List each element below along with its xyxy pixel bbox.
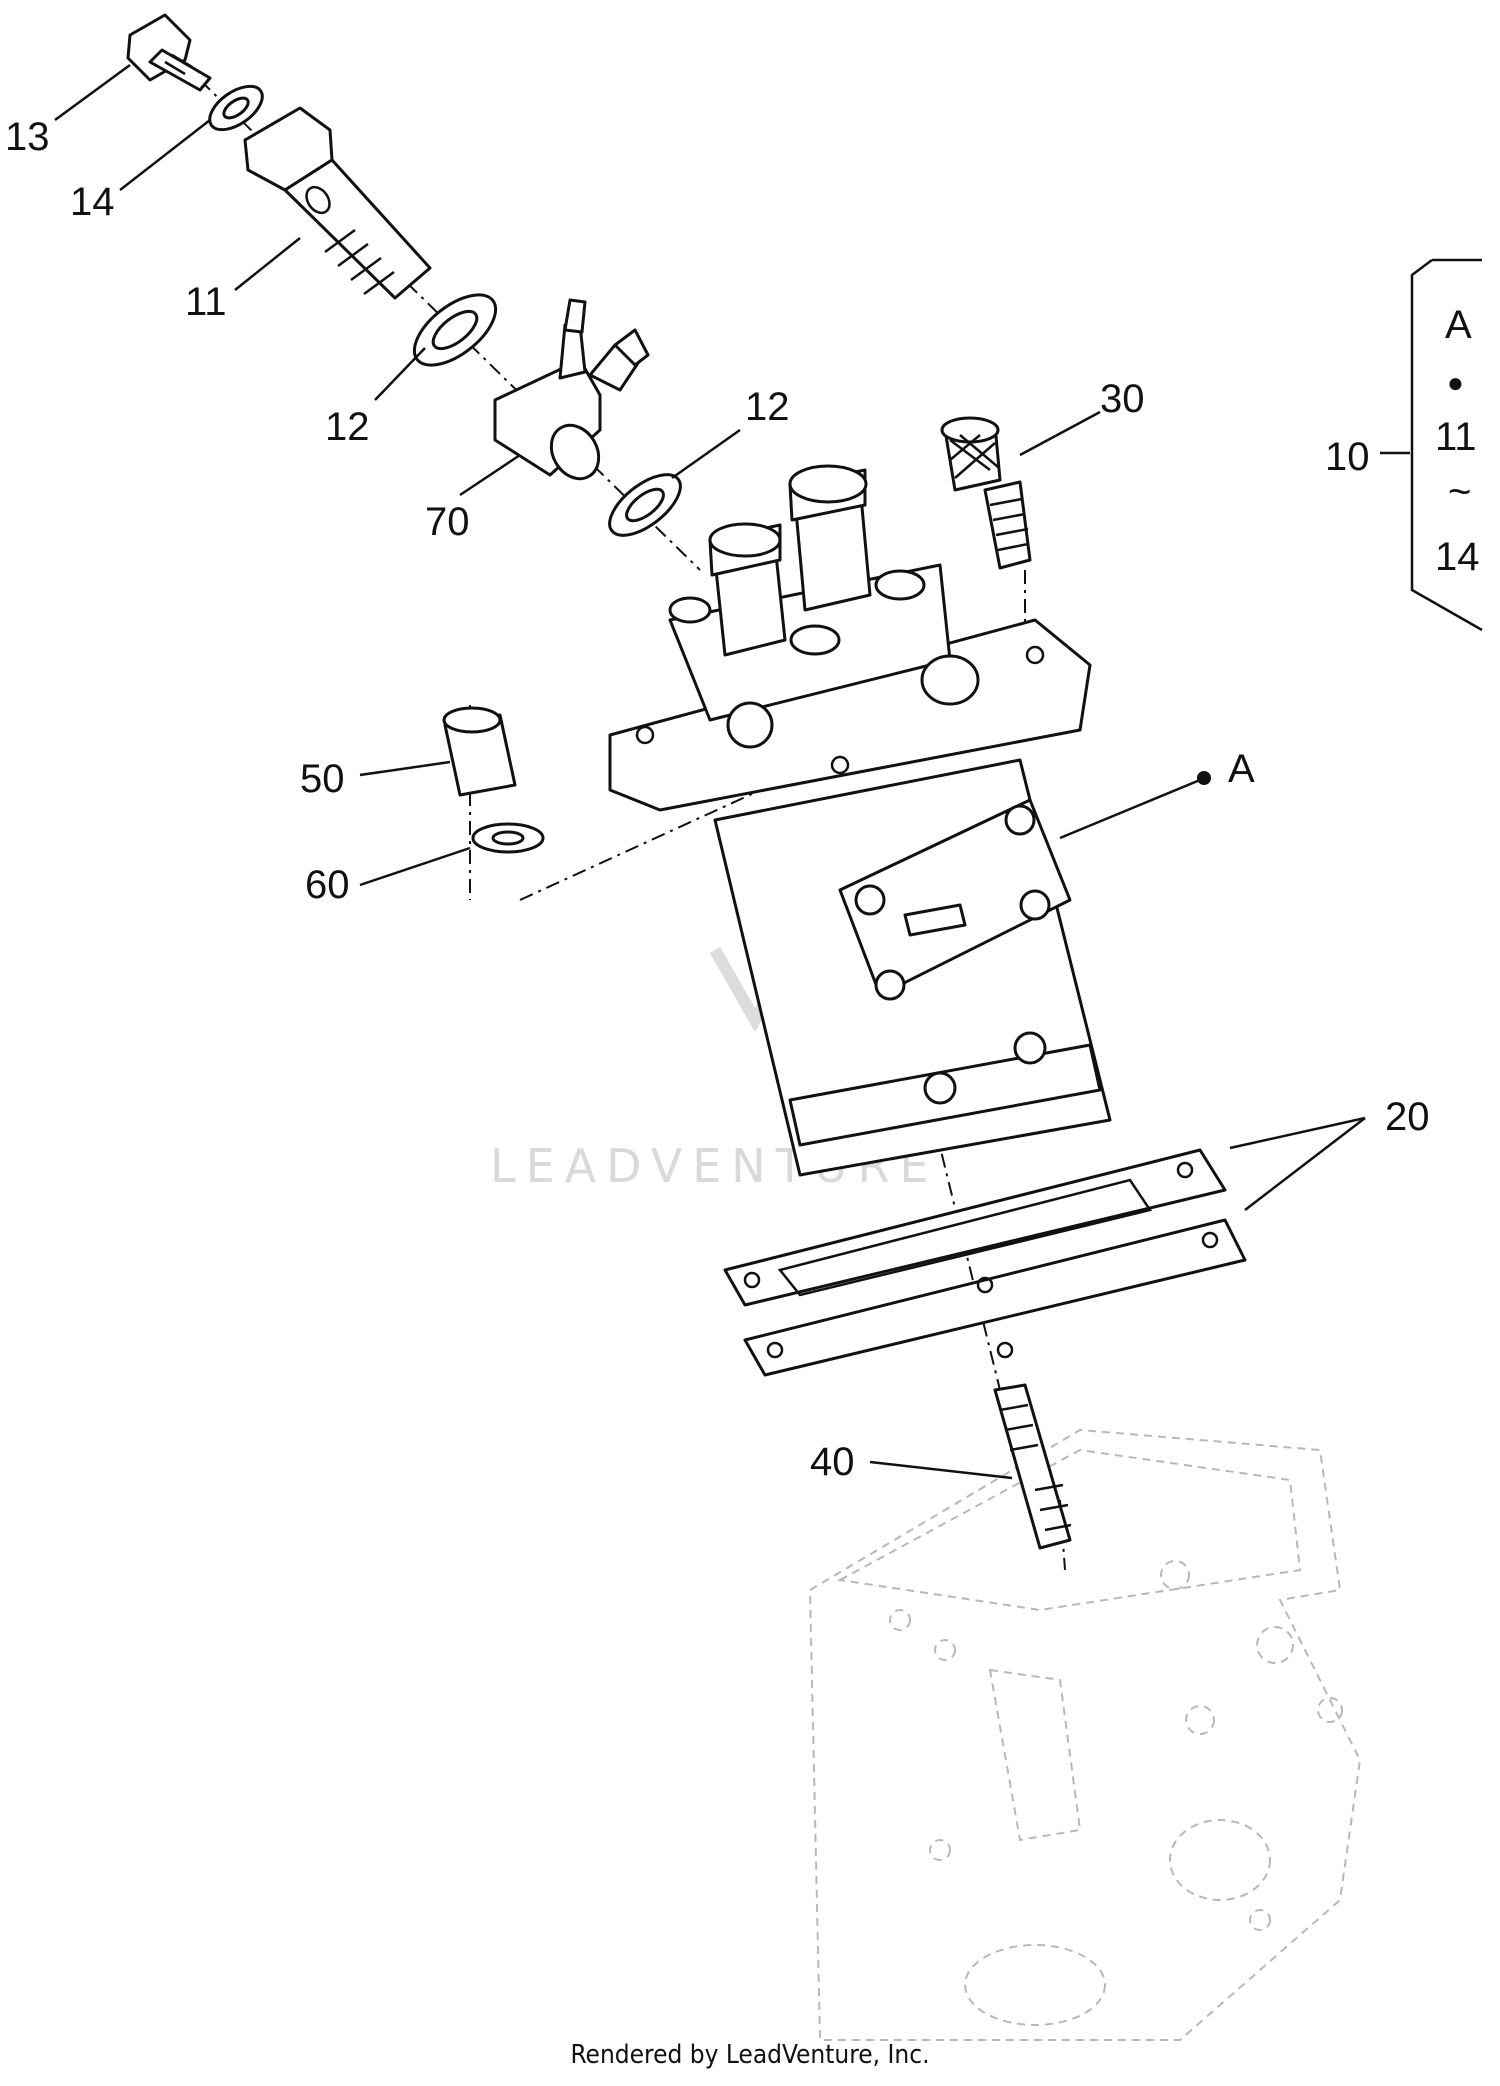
washer-12b-icon (608, 473, 682, 537)
washer-14-icon (208, 84, 264, 132)
callout-11: 11 (185, 280, 227, 324)
spacer-50-icon (442, 706, 517, 797)
injection-pump-icon (608, 464, 1112, 1177)
callout-12-upper: 12 (325, 405, 370, 449)
bracket-to: 14 (1435, 535, 1480, 579)
engine-block-ghost (808, 1428, 1362, 2041)
gasket-20-icon (723, 1148, 1247, 1377)
callout-30: 30 (1100, 377, 1145, 421)
washer-12a-icon (412, 293, 498, 367)
callout-A: A (1228, 747, 1255, 791)
washer-60-icon (471, 822, 545, 854)
callout-13: 13 (5, 115, 50, 159)
bracket-from: 11 (1435, 415, 1477, 459)
callouts: 13 14 11 12 70 12 30 10 50 60 A 20 40 (5, 115, 1430, 1484)
kit-bracket-10: A ● 11 ~ 14 (1435, 303, 1480, 579)
stud-40-icon (993, 1383, 1072, 1550)
callout-12-lower: 12 (745, 385, 790, 429)
callout-40: 40 (810, 1440, 855, 1484)
footer-credit: Rendered by LeadVenture, Inc. (570, 2040, 930, 2070)
bracket-tilde: ~ (1448, 470, 1471, 514)
bracket-bullet: ● (1447, 367, 1464, 398)
callout-70: 70 (425, 500, 470, 544)
bolt-13-icon (126, 13, 212, 92)
stop-knob-30-icon (940, 416, 1032, 570)
callout-20: 20 (1385, 1095, 1430, 1139)
banjo-fitting-70-icon (493, 298, 650, 481)
callout-50: 50 (300, 757, 345, 801)
leader-lines (54, 63, 1483, 1480)
callout-10: 10 (1325, 435, 1370, 479)
callout-60: 60 (305, 863, 350, 907)
bracket-A: A (1445, 303, 1472, 347)
callout-14: 14 (70, 180, 115, 224)
banjo-bolt-11-icon (243, 106, 432, 300)
